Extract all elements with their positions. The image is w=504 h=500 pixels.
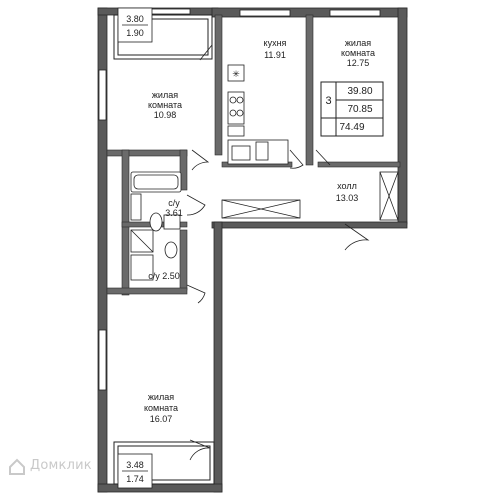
bath-1-name: с/у [168,198,180,208]
watermark: Домклик [30,458,92,473]
living-1-line2: комната [147,100,183,110]
living-1-area: 10.98 [153,110,177,120]
summary-box [320,81,384,137]
bath-1-area: 3.61 [165,208,183,218]
closet [221,171,399,221]
kitchen-name: кухня [263,38,287,48]
living-2-area: 12.75 [346,58,370,68]
living-3-line1: жилая [147,392,175,402]
bath-2-area: 2.50 [162,271,180,281]
summary-rooms-count: 3 [325,95,332,107]
hall-name: холл [337,181,357,191]
living-2-line2: комната [340,48,376,58]
hall-area: 13.03 [335,193,359,203]
balcony-top-coef-area: 1.90 [126,28,144,38]
domclick-logo-icon [9,458,25,475]
living-2-line1: жилая [344,38,372,48]
bathroom-fixtures [130,171,182,281]
balcony-top-area: 3.80 [126,14,144,24]
summary-total-area: 70.85 [347,104,373,115]
balcony-plates [117,7,153,489]
living-1-line1: жилая [151,90,179,100]
kitchen-area: 11.91 [264,50,286,60]
balcony-bottom-coef-area: 1.74 [126,474,144,484]
summary-living-area: 39.80 [347,86,373,97]
doors [186,44,370,461]
living-3-line2: комната [143,403,179,413]
bath-2-label: с/у 2.50 [142,271,186,282]
summary-total-with-balcony: 74.49 [339,122,365,133]
windows [98,8,381,391]
living-3-area: 16.07 [149,414,173,424]
balcony-bottom-area: 3.48 [126,460,144,470]
kitchen-appliances: ✳ [227,64,289,165]
bath-2-name: с/у [148,271,160,281]
svg-text:✳: ✳ [232,70,240,80]
